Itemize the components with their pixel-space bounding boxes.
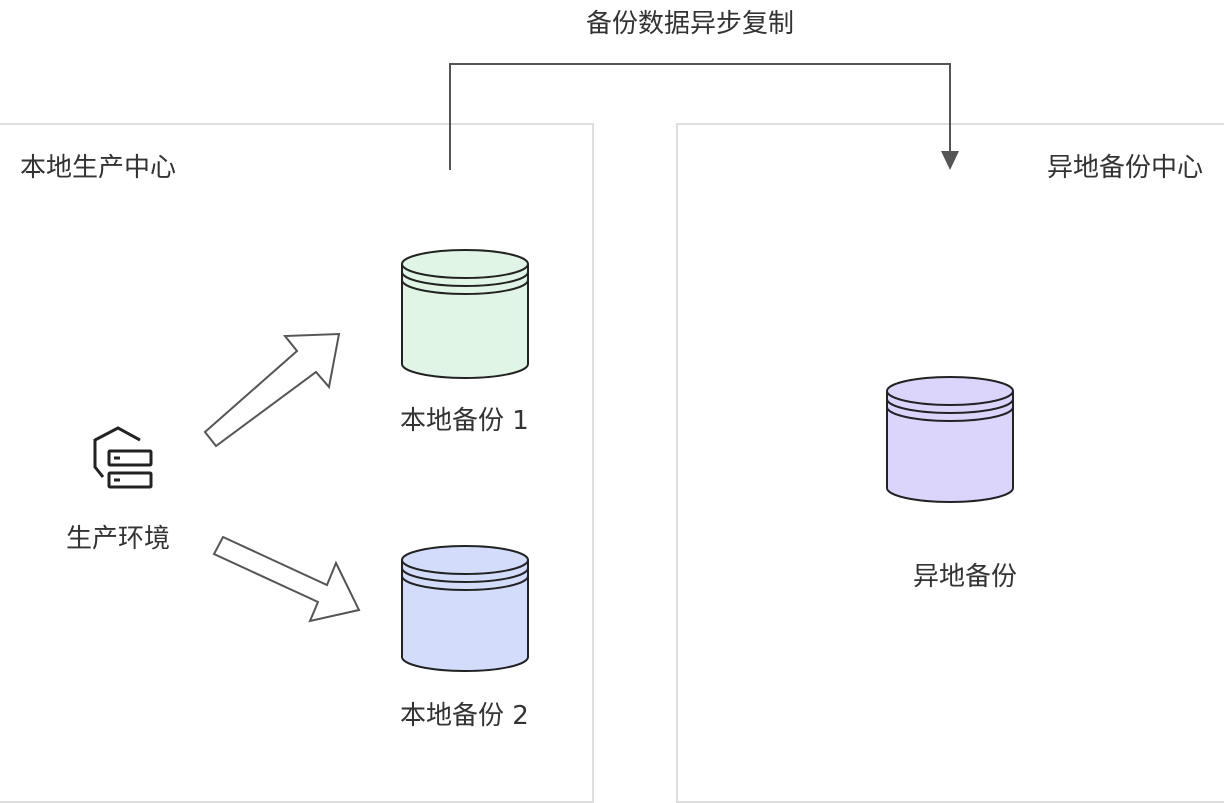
replication-connector — [449, 63, 959, 170]
local-backup-2-label: 本地备份 2 — [400, 701, 529, 731]
replication-line — [449, 63, 951, 170]
server-icon — [93, 426, 153, 489]
arrow-to-backup-2 — [212, 535, 361, 623]
remote-backup-cylinder — [886, 376, 1014, 503]
local-backup-1-cylinder — [401, 249, 529, 379]
remote-backup-label: 异地备份 — [913, 562, 1018, 592]
local-backup-1-label: 本地备份 1 — [400, 406, 529, 436]
replication-label: 备份数据异步复制 — [586, 9, 795, 39]
production-env-label: 生产环境 — [66, 524, 171, 554]
local-center-title: 本地生产中心 — [20, 153, 177, 183]
local-backup-2-cylinder — [401, 545, 529, 672]
remote-center-title: 异地备份中心 — [1046, 153, 1203, 183]
arrow-to-backup-1 — [203, 332, 341, 448]
replication-arrowhead — [941, 151, 959, 170]
